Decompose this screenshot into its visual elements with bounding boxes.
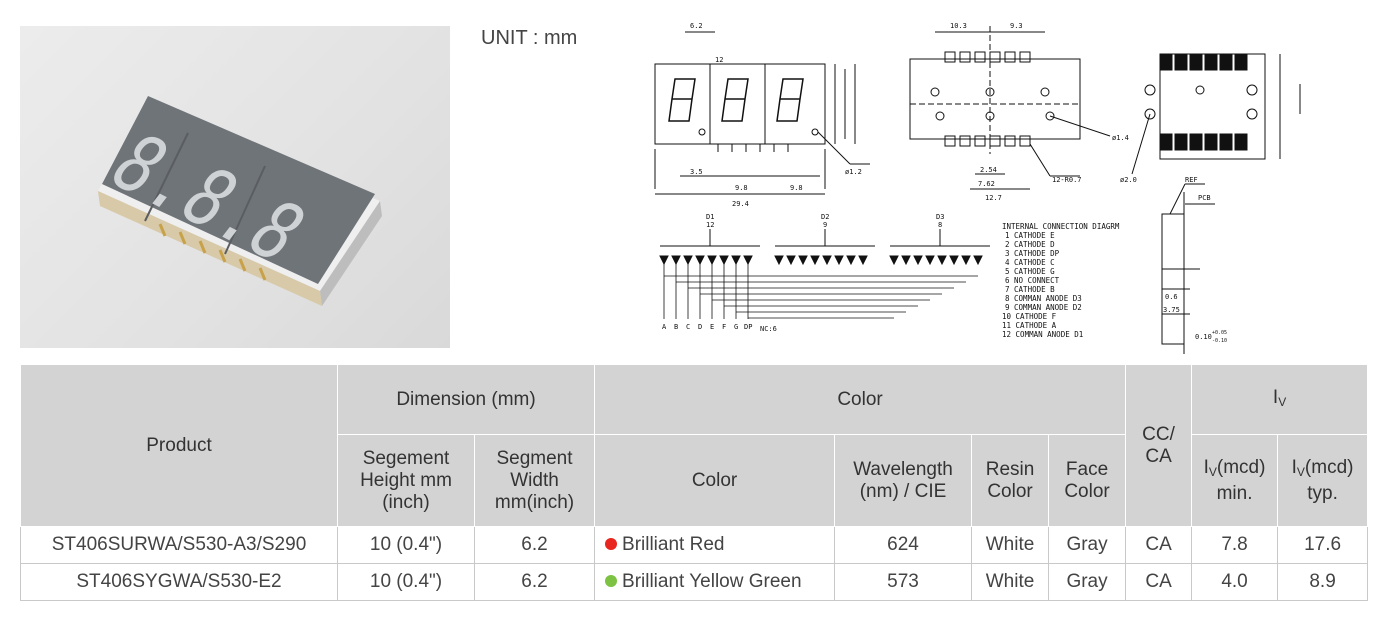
svg-text:1 CATHODE E: 1 CATHODE E xyxy=(1005,231,1055,240)
svg-text:7 CATHODE B: 7 CATHODE B xyxy=(1005,285,1055,294)
cell-seg-width: 6.2 xyxy=(473,563,596,601)
svg-text:E: E xyxy=(710,323,714,331)
cell-iv-typ: 17.6 xyxy=(1277,526,1369,564)
svg-text:11 CATHODE A: 11 CATHODE A xyxy=(1002,321,1057,330)
svg-text:REF: REF xyxy=(1185,176,1198,184)
svg-text:12: 12 xyxy=(706,221,714,229)
cell-wavelength: 573 xyxy=(834,563,973,601)
svg-text:ø2.0: ø2.0 xyxy=(1120,176,1137,184)
cell-cc-ca: CA xyxy=(1125,563,1193,601)
svg-text:0.10: 0.10 xyxy=(1195,333,1212,341)
svg-text:NC:6: NC:6 xyxy=(760,325,777,333)
svg-text:DP: DP xyxy=(744,323,752,331)
svg-text:9.8: 9.8 xyxy=(735,184,748,192)
bottom-view-outline xyxy=(909,58,1081,140)
cell-seg-height: 10 (0.4") xyxy=(337,526,475,564)
svg-text:ø1.2: ø1.2 xyxy=(845,168,862,176)
green-dot-icon xyxy=(605,575,618,587)
header-color-group: Color xyxy=(594,364,1127,435)
cell-face: Gray xyxy=(1048,563,1127,601)
svg-text:-0.10: -0.10 xyxy=(1212,338,1227,344)
cell-color: Brilliant Red xyxy=(594,526,836,564)
cell-iv-typ: 8.9 xyxy=(1277,563,1369,601)
header-segment-width: Segment Width mm(inch) xyxy=(473,434,596,527)
svg-text:5 CATHODE G: 5 CATHODE G xyxy=(1005,267,1055,276)
svg-text:4 CATHODE C: 4 CATHODE C xyxy=(1005,258,1055,267)
svg-text:ø1.4: ø1.4 xyxy=(1112,134,1129,142)
svg-text:A: A xyxy=(662,323,667,331)
header-color: Color xyxy=(594,434,836,527)
svg-text:3 CATHODE DP: 3 CATHODE DP xyxy=(1005,249,1060,258)
cell-product: ST406SYGWA/S530-E2 xyxy=(20,563,338,601)
svg-text:12 COMMAN ANODE D1: 12 COMMAN ANODE D1 xyxy=(1002,330,1083,339)
svg-text:8: 8 xyxy=(938,221,942,229)
svg-text:10 CATHODE F: 10 CATHODE F xyxy=(1002,312,1057,321)
cell-color: Brilliant Yellow Green xyxy=(594,563,836,601)
red-dot-icon xyxy=(605,538,618,550)
svg-text:D3: D3 xyxy=(936,213,944,221)
spec-table: Product Dimension (mm) Color CC/ CA IV S… xyxy=(20,364,1369,601)
svg-text:D1: D1 xyxy=(706,213,714,221)
svg-text:9: 9 xyxy=(823,221,827,229)
header-iv-typ: IV(mcd) typ. xyxy=(1277,434,1369,527)
header-iv: IV xyxy=(1191,364,1369,435)
svg-text:D2: D2 xyxy=(821,213,829,221)
header-product: Product xyxy=(20,364,338,527)
table-row: ST406SYGWA/S530-E2 10 (0.4") 6.2 Brillia… xyxy=(20,563,1369,601)
svg-text:7.62: 7.62 xyxy=(978,180,995,188)
svg-text:F: F xyxy=(722,323,726,331)
svg-text:PCB: PCB xyxy=(1198,194,1211,202)
svg-text:D: D xyxy=(698,323,702,331)
svg-text:10.3: 10.3 xyxy=(950,22,967,30)
svg-text:12-R0.7: 12-R0.7 xyxy=(1052,176,1082,184)
svg-text:2 CATHODE D: 2 CATHODE D xyxy=(1005,240,1055,249)
svg-text:INTERNAL CONNECTION DIAGRM: INTERNAL CONNECTION DIAGRM xyxy=(1002,222,1120,231)
svg-text:3.5: 3.5 xyxy=(690,168,703,176)
header-wavelength: Wavelength (nm) / CIE xyxy=(834,434,973,527)
cell-face: Gray xyxy=(1048,526,1127,564)
cell-product: ST406SURWA/S530-A3/S290 xyxy=(20,526,338,564)
header-face-color: Face Color xyxy=(1048,434,1127,527)
front-view-outline xyxy=(654,63,826,145)
svg-text:+0.05: +0.05 xyxy=(1212,330,1227,336)
svg-text:2.54: 2.54 xyxy=(980,166,997,174)
svg-text:6 NO CONNECT: 6 NO CONNECT xyxy=(1005,276,1060,285)
svg-text:9.8: 9.8 xyxy=(790,184,803,192)
header-resin-color: Resin Color xyxy=(971,434,1050,527)
svg-text:12.7: 12.7 xyxy=(985,194,1002,202)
svg-text:C: C xyxy=(686,323,690,331)
cell-seg-height: 10 (0.4") xyxy=(337,563,475,601)
cell-iv-min: 7.8 xyxy=(1191,526,1279,564)
cell-seg-width: 6.2 xyxy=(473,526,596,564)
led-display-image: 8. 8. 8 xyxy=(93,96,382,306)
connection-diagram-legend: INTERNAL CONNECTION DIAGRM 1 CATHODE E 2… xyxy=(1002,222,1120,339)
cell-iv-min: 4.0 xyxy=(1191,563,1279,601)
svg-text:0.6: 0.6 xyxy=(1165,293,1178,301)
svg-text:9.3: 9.3 xyxy=(1010,22,1023,30)
header-segment-height: Segement Height mm (inch) xyxy=(337,434,475,527)
header-iv-min: IV(mcd) min. xyxy=(1191,434,1279,527)
svg-text:B: B xyxy=(674,323,678,331)
cell-cc-ca: CA xyxy=(1125,526,1193,564)
svg-text:6.2: 6.2 xyxy=(690,22,703,30)
svg-text:G: G xyxy=(734,323,738,331)
table-row: ST406SURWA/S530-A3/S290 10 (0.4") 6.2 Br… xyxy=(20,526,1369,564)
header-cc-ca: CC/ CA xyxy=(1125,364,1193,527)
svg-text:3.75: 3.75 xyxy=(1163,306,1180,314)
unit-label: UNIT : mm xyxy=(481,27,578,49)
svg-text:9 COMMAN ANODE D2: 9 COMMAN ANODE D2 xyxy=(1005,303,1082,312)
svg-text:12: 12 xyxy=(715,56,723,64)
cell-resin: White xyxy=(971,563,1050,601)
cell-resin: White xyxy=(971,526,1050,564)
svg-text:29.4: 29.4 xyxy=(732,200,749,208)
header-dimension: Dimension (mm) xyxy=(336,364,596,435)
cell-wavelength: 624 xyxy=(834,526,973,564)
svg-text:8 COMMAN ANODE D3: 8 COMMAN ANODE D3 xyxy=(1005,294,1082,303)
technical-drawing: 6.2 12 10.3 9.3 9.8 9.8 29.4 3.5 ø1.2 2.… xyxy=(654,22,1301,354)
product-photo: 8. 8. 8 xyxy=(20,26,450,348)
